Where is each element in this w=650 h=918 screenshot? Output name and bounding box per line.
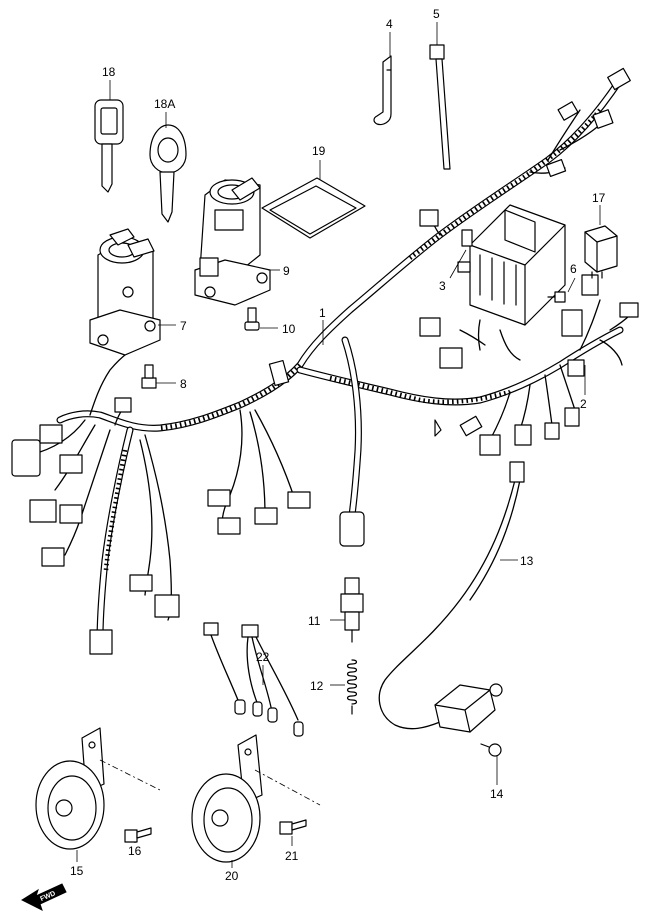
screw-14 bbox=[480, 743, 502, 757]
main-wiring-harness bbox=[11, 67, 639, 655]
assembly-line-horn-15 bbox=[99, 759, 161, 791]
cable-tie bbox=[429, 44, 451, 170]
callout-17: 17 bbox=[592, 191, 606, 205]
bolt-6 bbox=[547, 291, 566, 303]
callout-1: 1 bbox=[319, 306, 326, 320]
side-stand-switch bbox=[378, 461, 525, 733]
callout-6: 6 bbox=[570, 262, 577, 276]
callout-5: 5 bbox=[433, 7, 440, 21]
screw-10 bbox=[244, 307, 260, 331]
leader-lines bbox=[76, 22, 601, 868]
callout-18: 18 bbox=[102, 65, 116, 79]
seal-sheet bbox=[261, 177, 366, 239]
spring bbox=[346, 659, 358, 715]
bolt-8 bbox=[141, 364, 157, 389]
assembly-line-horn-20 bbox=[254, 769, 321, 806]
callout-19: 19 bbox=[312, 144, 326, 158]
callout-3: 3 bbox=[439, 279, 446, 293]
key-18a bbox=[149, 124, 187, 223]
callout-15: 15 bbox=[70, 864, 84, 878]
fuse-box bbox=[457, 204, 566, 326]
callout-8: 8 bbox=[180, 377, 187, 391]
cable-band bbox=[373, 55, 392, 126]
bolt-16 bbox=[124, 827, 152, 843]
callout-20: 20 bbox=[225, 869, 239, 883]
ignition-switch-9 bbox=[194, 177, 271, 306]
callout-18a: 18A bbox=[154, 97, 175, 111]
horn-20 bbox=[191, 734, 263, 863]
callout-21: 21 bbox=[285, 849, 299, 863]
fwd-arrow-icon: FWD bbox=[20, 883, 67, 911]
key-18 bbox=[94, 99, 124, 193]
callout-14: 14 bbox=[490, 787, 504, 801]
callout-4: 4 bbox=[386, 17, 393, 31]
callout-9: 9 bbox=[283, 264, 290, 278]
callout-13: 13 bbox=[520, 554, 534, 568]
rear-brake-light-switch bbox=[340, 577, 364, 643]
wire-lead bbox=[203, 622, 304, 737]
callout-12: 12 bbox=[310, 679, 324, 693]
callout-16: 16 bbox=[128, 844, 142, 858]
callout-11: 11 bbox=[308, 614, 321, 628]
fwd-label: FWD bbox=[39, 890, 56, 903]
callout-22: 22 bbox=[256, 650, 270, 664]
relay bbox=[584, 225, 618, 279]
callout-10: 10 bbox=[282, 322, 296, 336]
callout-2: 2 bbox=[580, 397, 587, 411]
bolt-21 bbox=[279, 819, 307, 835]
callout-7: 7 bbox=[180, 319, 187, 333]
ignition-switch-7 bbox=[89, 228, 161, 356]
horn-15 bbox=[35, 727, 105, 850]
